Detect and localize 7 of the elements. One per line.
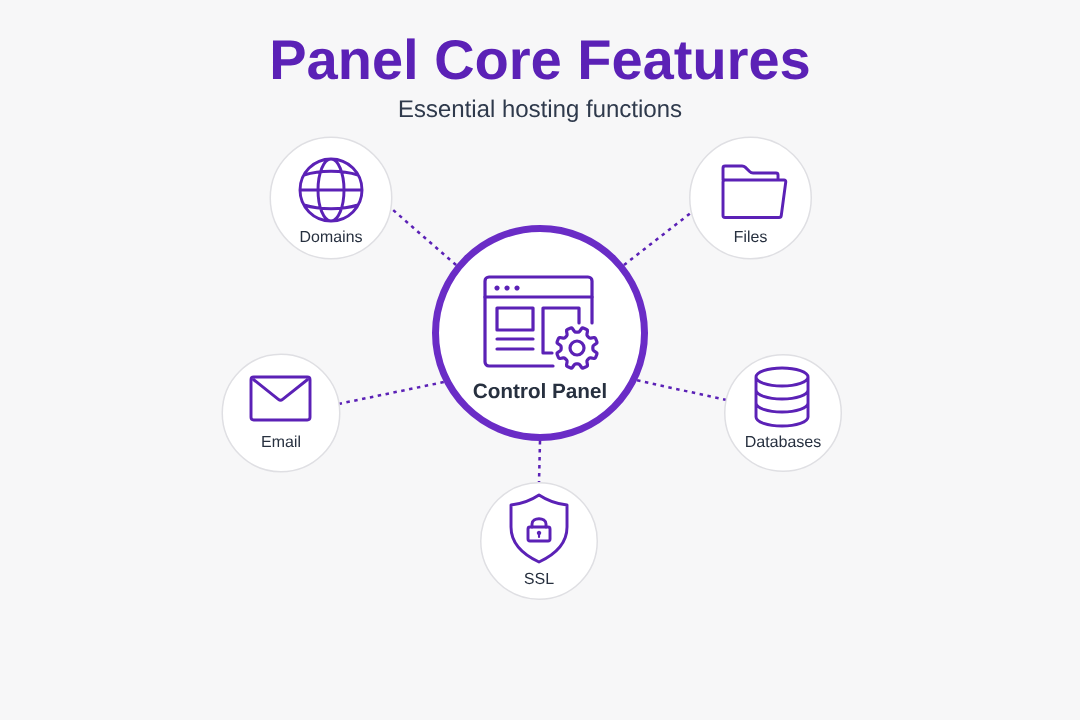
connector-line bbox=[339, 380, 445, 405]
connector-line bbox=[623, 211, 692, 267]
connector-line bbox=[636, 379, 726, 401]
connector-line bbox=[537, 440, 542, 483]
connector-line bbox=[390, 207, 457, 266]
title: Panel Core Features bbox=[273, 38, 809, 80]
subtitle: Essential hosting functions bbox=[399, 99, 682, 122]
